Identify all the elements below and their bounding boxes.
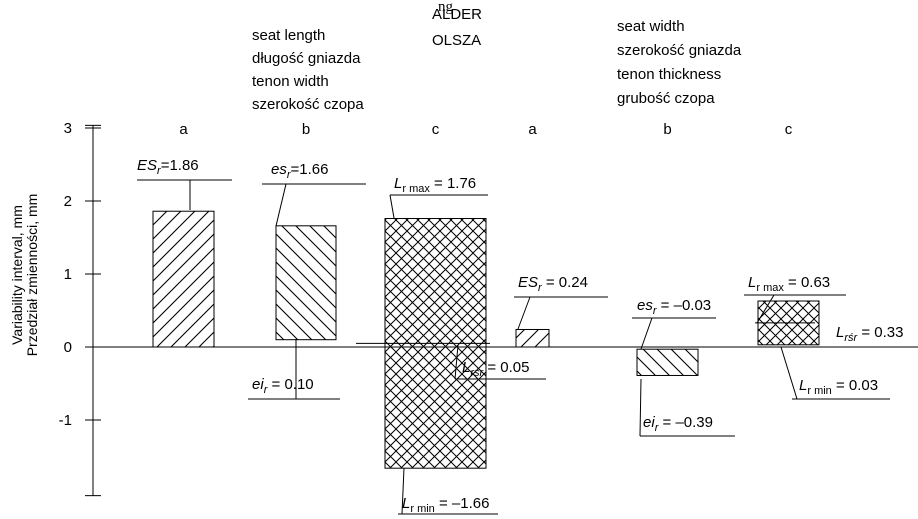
annotation-label: ESr = 0.24 xyxy=(518,274,588,294)
group-left-line-1: seat length xyxy=(252,27,325,44)
bar xyxy=(515,328,550,348)
leader-line xyxy=(389,194,395,219)
annotation-label: eir = –0.39 xyxy=(643,414,713,434)
group-right-line-2: szerokość gniazda xyxy=(617,42,742,59)
leader-line xyxy=(780,346,798,400)
annotation-label: ESr=1.86 xyxy=(137,157,199,177)
axes: 3 2 1 0 -1 xyxy=(59,120,918,497)
group-left-line-3: tenon width xyxy=(252,73,329,90)
y-tick-label: 0 xyxy=(64,339,72,356)
y-tick-label: 3 xyxy=(64,120,72,137)
category-label: a xyxy=(179,121,188,138)
group-right-line-1: seat width xyxy=(617,18,685,35)
annotation-label: esr=1.66 xyxy=(271,161,328,181)
leader-line xyxy=(756,294,775,324)
annotation-label: eir = 0.10 xyxy=(252,376,314,396)
annotation-label: Lr max = 1.76 xyxy=(394,175,476,195)
group-right-line-3: tenon thickness xyxy=(617,66,721,83)
category-label: b xyxy=(663,121,671,138)
y-axis-title-pl: Przedział zmienności, mm xyxy=(24,194,40,357)
annotation-label: Lrśr = 0.33 xyxy=(836,324,903,344)
y-axis-title-en: Variability interval, mm xyxy=(9,205,25,345)
y-tick-label: 1 xyxy=(64,266,72,283)
leader-line xyxy=(454,344,459,380)
species-en-label: ALDER xyxy=(432,6,482,23)
y-tick-label: -1 xyxy=(59,412,72,429)
leader-line xyxy=(640,317,653,350)
category-label: c xyxy=(785,121,793,138)
leader-line xyxy=(401,467,405,515)
bar xyxy=(152,210,215,348)
leader-line xyxy=(639,378,642,437)
category-label: b xyxy=(302,121,310,138)
species-pl-label: OLSZA xyxy=(432,32,481,49)
annotation-label: Lr min = –1.66 xyxy=(402,495,489,515)
leader-line xyxy=(275,183,287,227)
y-tick-label: 2 xyxy=(64,193,72,210)
group-right-line-4: grubość czopa xyxy=(617,90,715,107)
bar xyxy=(636,348,699,376)
annotation-label: esr = –0.03 xyxy=(637,297,711,317)
annotation-label: Lr min = 0.03 xyxy=(799,377,878,397)
category-label: c xyxy=(432,121,440,138)
bar xyxy=(275,225,337,341)
group-label-right: seat width szerokość gniazda tenon thick… xyxy=(617,18,742,107)
category-label: a xyxy=(528,121,537,138)
annotation-label: Lr max = 0.63 xyxy=(748,274,830,294)
group-label-left: seat length długość gniazda tenon width … xyxy=(252,27,364,113)
group-left-line-2: długość gniazda xyxy=(252,50,361,67)
y-axis-title: Variability interval, mm Przedział zmien… xyxy=(9,194,40,357)
top-caption: ng xyxy=(438,0,454,15)
annotation-label: Lrśr = 0.05 xyxy=(462,359,529,379)
leader-line xyxy=(517,296,531,330)
group-left-line-4: szerokość czopa xyxy=(252,96,364,113)
